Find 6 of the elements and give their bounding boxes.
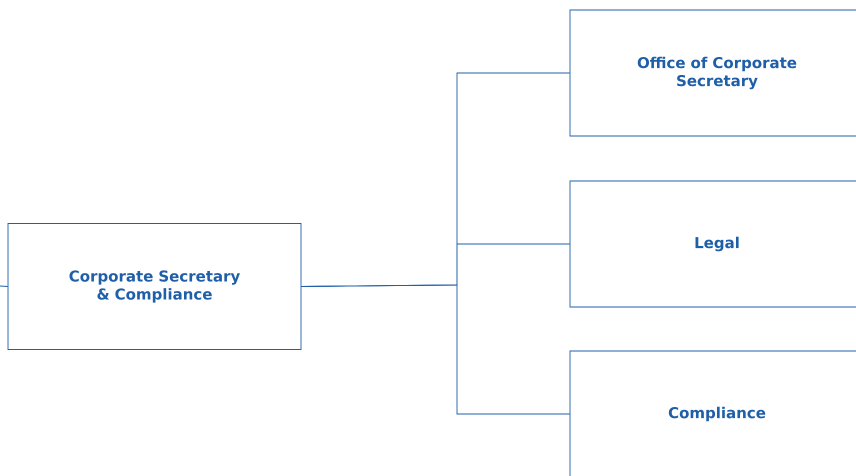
connector-line [301, 284, 570, 414]
org-box: Compliance [570, 350, 856, 476]
org-box: Corporate Secretary & Compliance [8, 223, 302, 350]
org-box: Legal [570, 180, 856, 308]
connector-line [0, 286, 8, 287]
org-box: Office of Corporate Secretary [570, 10, 856, 136]
